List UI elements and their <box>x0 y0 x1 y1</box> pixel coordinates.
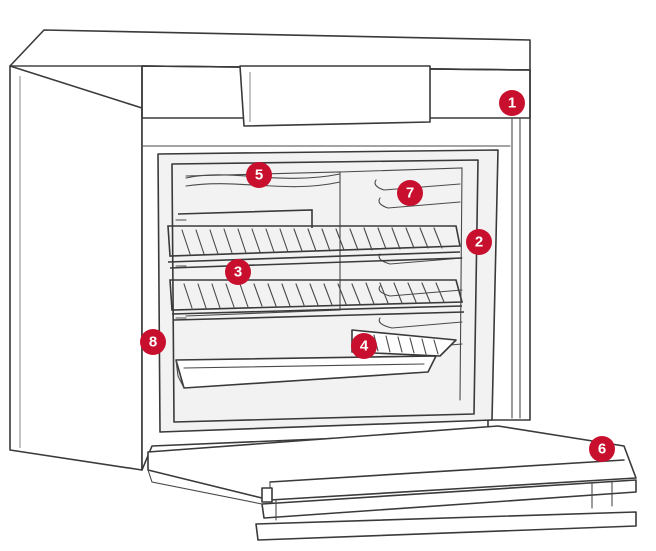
callout-6: 6 <box>589 436 615 462</box>
wire-rack-lower <box>169 279 465 321</box>
wire-rack-upper <box>167 209 463 269</box>
callout-4-label: 4 <box>360 338 369 355</box>
callout-4: 4 <box>351 333 377 359</box>
callout-8: 8 <box>140 329 166 355</box>
oven-cavity <box>157 149 499 433</box>
callout-7: 7 <box>397 180 423 206</box>
callout-5-label: 5 <box>255 167 263 184</box>
callout-2: 2 <box>466 229 492 255</box>
callout-7-label: 7 <box>406 185 414 202</box>
callout-6-label: 6 <box>598 441 606 458</box>
callout-3-label: 3 <box>234 264 242 281</box>
baking-tray <box>175 329 457 389</box>
callout-3: 3 <box>225 259 251 285</box>
callout-8-label: 8 <box>149 334 157 351</box>
callout-1: 1 <box>499 90 525 116</box>
callout-1-label: 1 <box>508 95 516 112</box>
callout-5: 5 <box>246 162 272 188</box>
oven-door <box>147 425 637 541</box>
callout-2-label: 2 <box>475 234 483 251</box>
